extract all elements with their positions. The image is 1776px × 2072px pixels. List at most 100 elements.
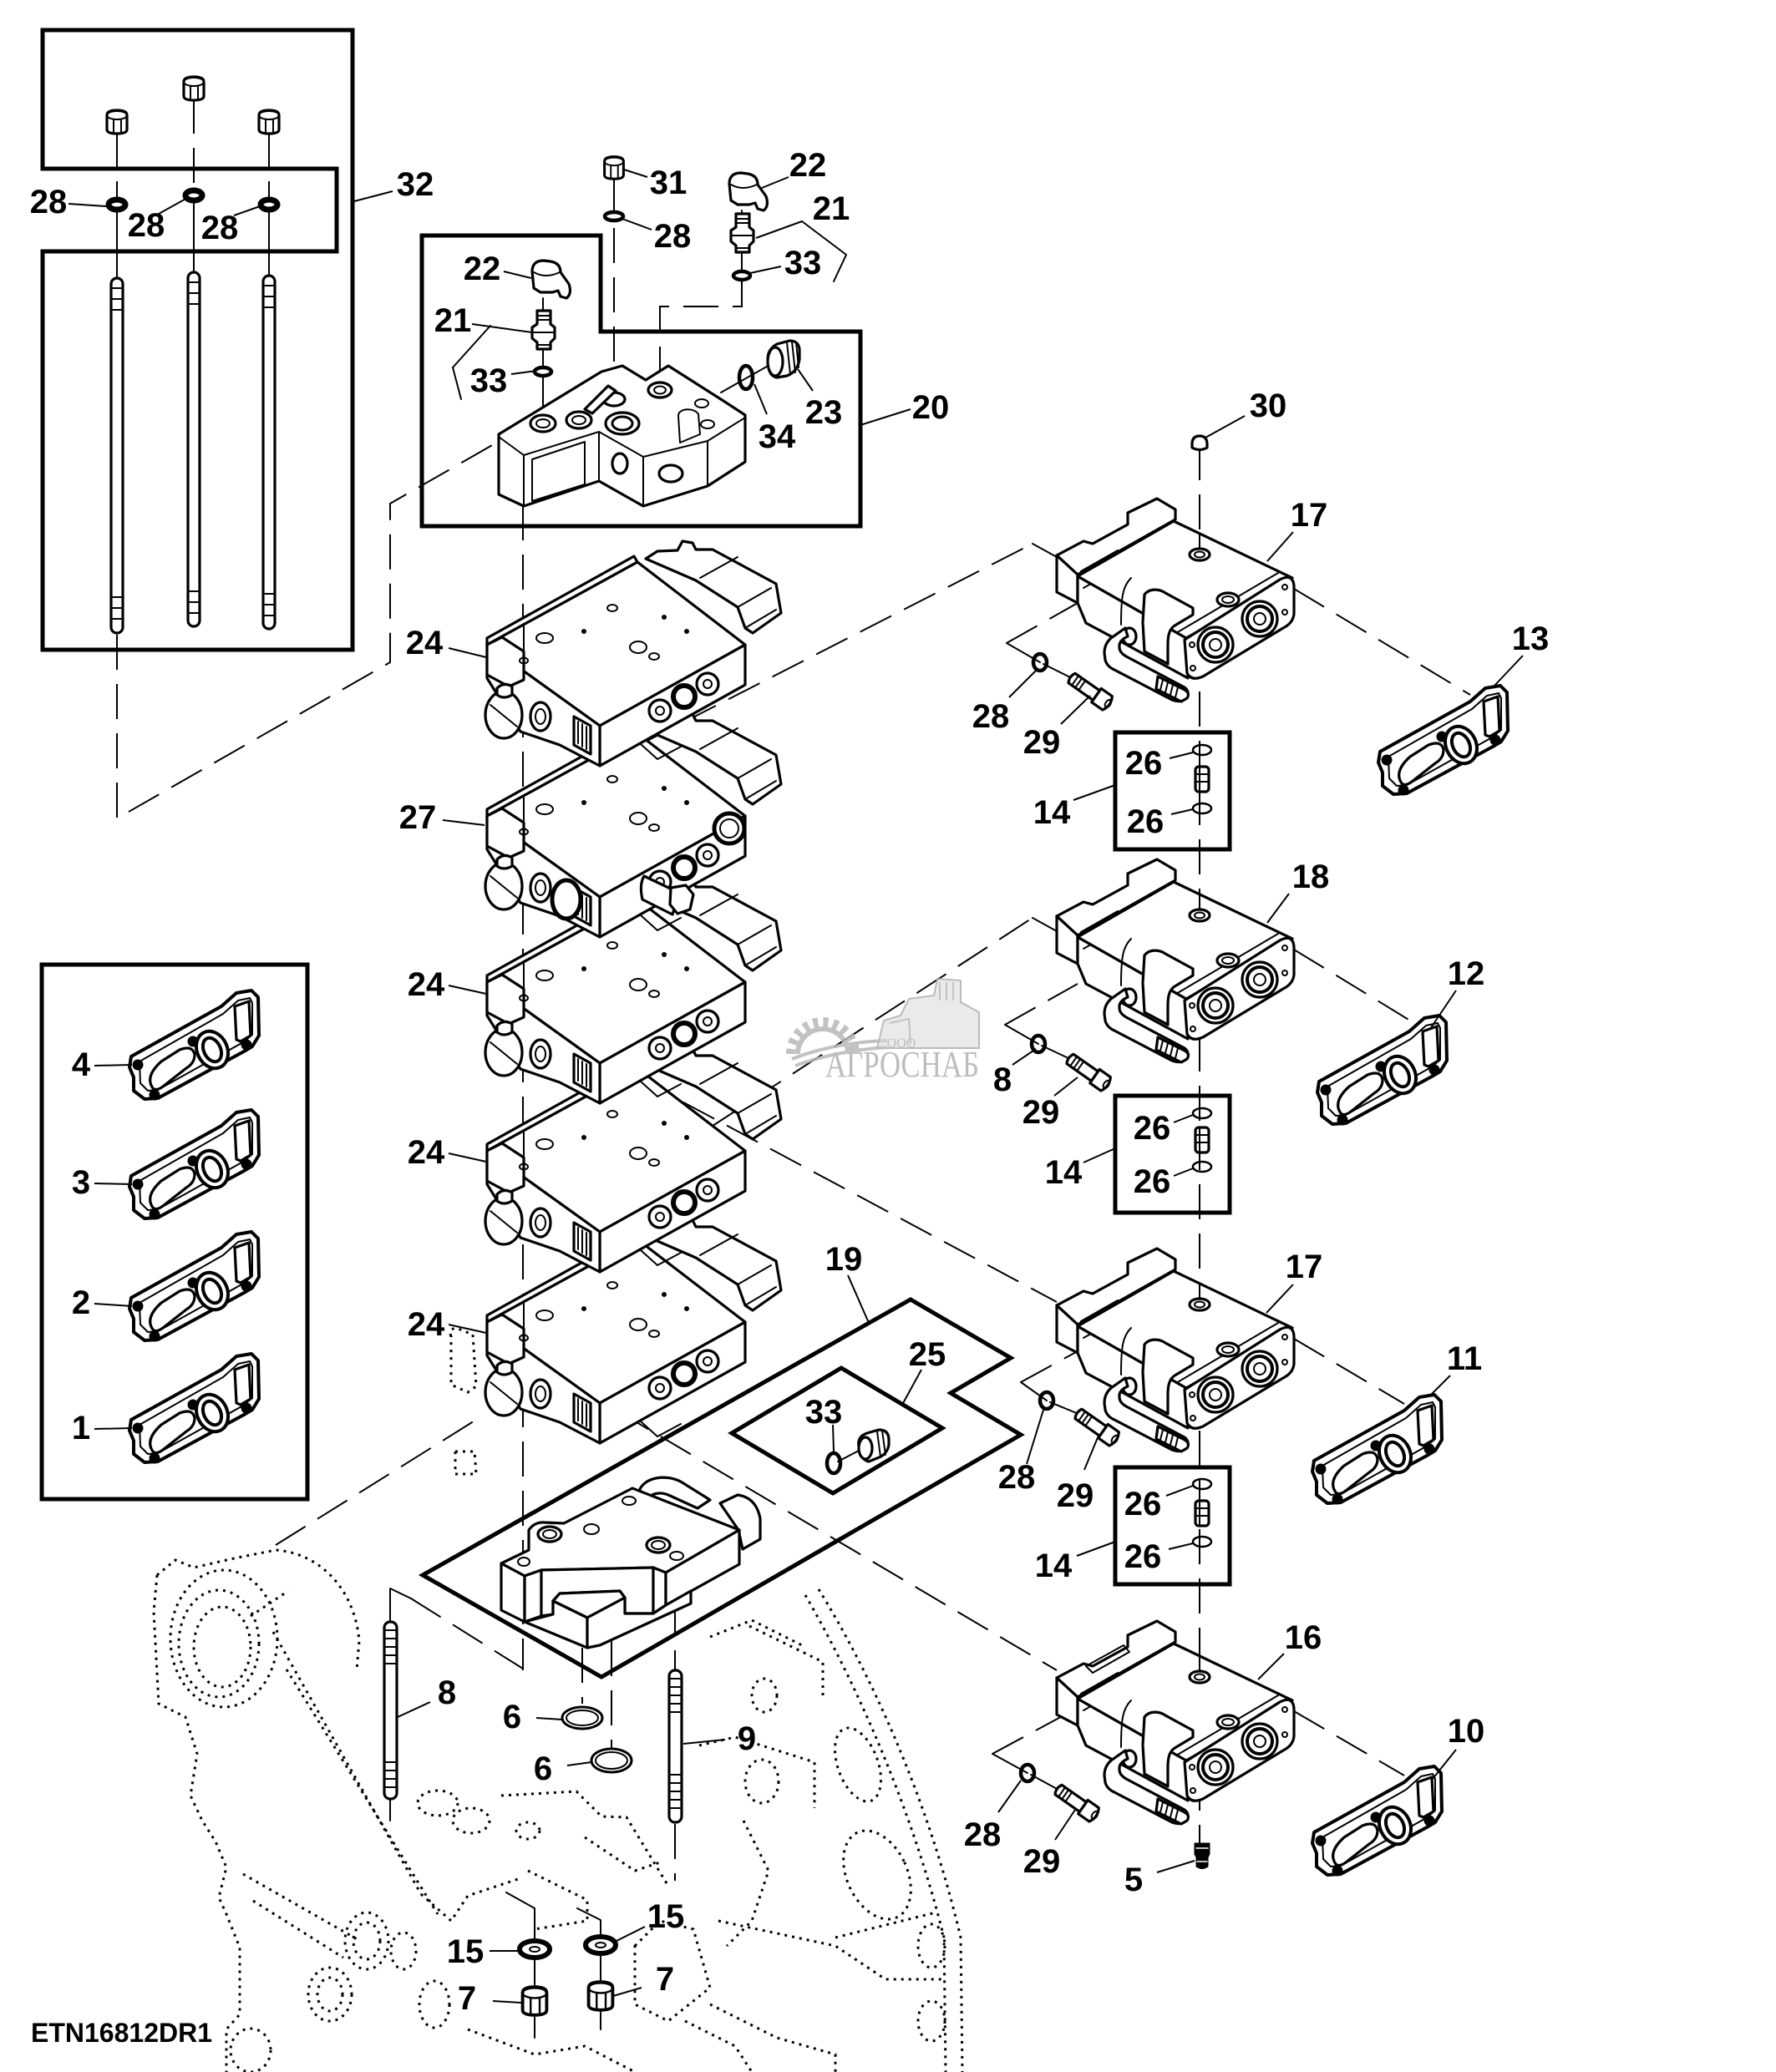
cover-1 <box>128 1352 261 1465</box>
tie-rod-path <box>116 440 500 820</box>
o-ring-26 <box>1191 1477 1213 1491</box>
o-ring-33-plug <box>825 1451 843 1476</box>
block-port-bore <box>542 1529 557 1539</box>
small-port <box>700 419 715 429</box>
valve-16-body <box>1055 1619 1296 1826</box>
callout-cover: 11 <box>1447 1340 1482 1377</box>
callout-cover: 4 <box>72 1046 91 1083</box>
casting-rib <box>725 1820 770 1948</box>
callout-washer: 28 <box>972 698 1010 735</box>
callout-washer: 8 <box>993 1061 1012 1098</box>
o-ring-26 <box>1191 1160 1213 1173</box>
tie-rod-kit <box>40 28 355 652</box>
casting-rib <box>709 1619 825 1695</box>
casting-edge <box>156 1548 361 1671</box>
block-hole <box>583 1523 600 1535</box>
callout-tie-rod-kit: 32 <box>397 166 434 203</box>
callout-cover: 12 <box>1448 955 1485 992</box>
cover-12 <box>1316 1014 1449 1127</box>
washer-28 <box>1018 1762 1037 1784</box>
tie-rod-nut <box>182 75 206 102</box>
casting-hole <box>750 1677 779 1714</box>
callout-washer: 28 <box>128 207 165 244</box>
remote-valve-17-upper <box>1031 434 1510 852</box>
line-to-cover-11 <box>1293 1338 1405 1405</box>
plug-face <box>766 346 784 377</box>
plug-axis <box>837 1449 861 1462</box>
diagram-reference-id: ETN16812DR1 <box>31 2018 212 2048</box>
washer-28 <box>1038 1390 1056 1411</box>
casting-boss <box>229 2027 272 2072</box>
inlet-raised-loop <box>677 408 701 443</box>
block-port <box>536 1525 563 1543</box>
fitting-bracket <box>801 220 847 282</box>
gauge-port-bore <box>653 385 667 395</box>
stud-8 <box>383 1620 398 1801</box>
casting-flange <box>804 1594 947 2072</box>
check-kit-14-boundary <box>1113 1093 1232 1215</box>
stud-9 <box>667 1669 683 1824</box>
casting-rib <box>527 1869 589 1931</box>
cover-2 <box>128 1230 261 1343</box>
inlet-port <box>529 413 557 433</box>
cover-4 <box>128 989 261 1102</box>
o-ring-26 <box>1191 743 1213 757</box>
plug-threads <box>876 1430 886 1457</box>
stack-section-27 <box>485 712 781 937</box>
line-to-cover-10 <box>1293 1710 1405 1776</box>
callout-washer: 28 <box>998 1459 1036 1496</box>
cover-13 <box>1377 684 1510 797</box>
kit-32-boundary <box>40 28 355 652</box>
callout-remote-valve: 17 <box>1286 1249 1323 1285</box>
remote-valve-17-lower <box>1038 1247 1444 1587</box>
block-right-front <box>664 1528 741 1607</box>
callout-stack-section: 24 <box>408 1134 445 1171</box>
tie-rod <box>261 274 277 631</box>
mounting-hardware <box>383 1620 683 2017</box>
tie-rod-hole <box>517 1557 530 1567</box>
valve-16-flange-window <box>1085 1644 1130 1674</box>
block-step-front <box>523 1599 589 1649</box>
casting-hole <box>916 1923 946 1969</box>
callout-o-ring: 26 <box>1124 1538 1162 1575</box>
callout-cover: 13 <box>1512 621 1550 657</box>
check-kit-14-boundary <box>1113 1465 1232 1587</box>
block-hole <box>622 1496 637 1506</box>
casting-boss <box>307 1966 353 2023</box>
inlet-port-bore <box>535 418 551 428</box>
callout-end-cover-kit: 19 <box>825 1241 863 1278</box>
inlet-section-block <box>497 364 747 508</box>
bolt-29 <box>1051 1781 1104 1825</box>
o-ring-6-line <box>581 1641 612 1749</box>
side-port <box>611 452 629 475</box>
callout-stack-section: 27 <box>399 799 437 836</box>
o-ring-6-upper-inner <box>566 1710 599 1726</box>
block-boss <box>718 1493 762 1551</box>
callouts: 28 28 28 32 31 28 22 21 33 22 21 33 34 2… <box>30 147 1550 2017</box>
test-fitting-inner <box>530 309 556 351</box>
callout-remote-valve: 17 <box>1291 497 1328 534</box>
watermark-harvester-detail <box>889 982 954 1045</box>
casting-rib <box>718 1919 944 1981</box>
callout-o-ring: 26 <box>1134 1110 1171 1147</box>
callout-cover: 3 <box>72 1164 90 1201</box>
callout-cover: 10 <box>1448 1713 1485 1750</box>
tie-rod-washer <box>182 187 206 204</box>
cover-10 <box>1311 1765 1444 1877</box>
callout-washer: 28 <box>654 218 692 255</box>
block-port <box>645 1536 672 1554</box>
phantom-lines <box>116 440 1471 2039</box>
o-ring-26 <box>1191 1107 1213 1120</box>
check-valve <box>1194 1126 1210 1154</box>
casting-rib <box>500 1790 668 1884</box>
tie-rod-washer <box>105 196 129 213</box>
callout-fitting: 21 <box>813 190 850 227</box>
callout-plug-kit: 25 <box>909 1336 946 1373</box>
washer-28-top <box>602 210 626 223</box>
callout-plug-o-ring: 34 <box>759 418 796 455</box>
callout-o-ring: 33 <box>805 1394 843 1431</box>
callout-stud: 9 <box>738 1720 756 1757</box>
bolt-line <box>1006 642 1073 679</box>
callout-nut: 31 <box>650 165 688 201</box>
